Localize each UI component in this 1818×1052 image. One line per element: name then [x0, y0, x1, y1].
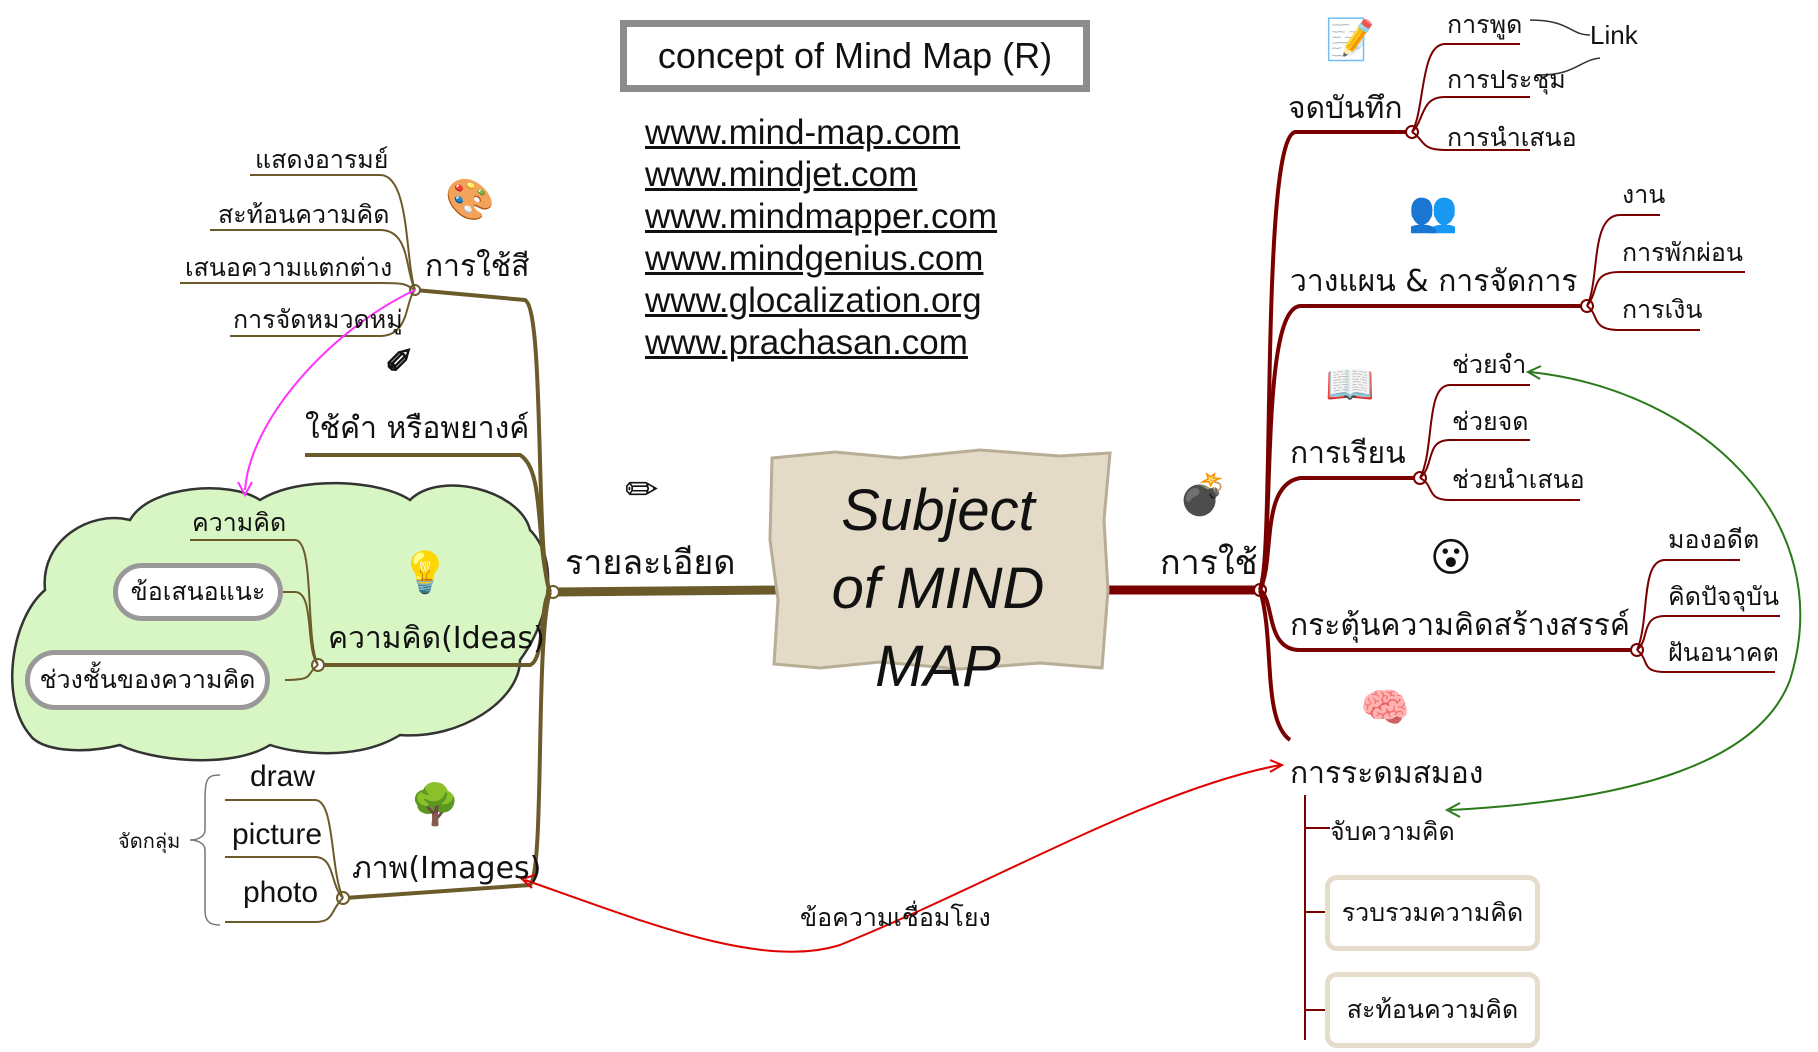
ideas-label: ความคิด(Ideas) [328, 621, 545, 656]
center-paper [768, 448, 1112, 671]
right-branch-label: การใช้ [1160, 543, 1258, 583]
notes-item: การนำเสนอ [1447, 123, 1577, 152]
palette-icon: 🎨 [445, 177, 495, 223]
planning-item: การเงิน [1622, 295, 1703, 324]
center-line-1: Subject [841, 478, 1035, 543]
notes-item: การประชุม [1447, 65, 1566, 94]
creative-item: ฝันอนาคต [1668, 638, 1779, 667]
title-box: concept of Mind Map (R) [620, 20, 1090, 92]
left-branch-label: รายละเอียด [565, 543, 736, 583]
color-item: แสดงอารมย์ [255, 145, 389, 174]
bomb-icon: 💣 [1178, 472, 1228, 518]
meeting-icon: 👥 [1408, 189, 1458, 235]
link-item[interactable]: www.mindmapper.com [645, 197, 998, 236]
faces-icon: 😮 [1430, 535, 1472, 581]
planning-label: วางแผน & การจัดการ [1290, 264, 1578, 299]
lightbulb-icon: 💡 [400, 550, 450, 596]
page-title: concept of Mind Map (R) [657, 35, 1053, 76]
link-item[interactable]: www.mind-map.com [645, 113, 961, 152]
ideas-pill-suggestion: ข้อเสนอแนะ [113, 563, 283, 621]
link-item[interactable]: www.glocalization.org [645, 281, 982, 320]
notes-label: จดบันทึก [1288, 91, 1403, 126]
brainstorm-item: จับความคิด [1330, 817, 1455, 846]
ideas-pill-levels: ช่วงชั้นของความคิด [25, 650, 270, 710]
brain-icon: 🧠 [1360, 685, 1410, 731]
learning-item: ช่วยจำ [1452, 350, 1527, 379]
creative-label: กระตุ้นความคิดสร้างสรรค์ [1290, 608, 1630, 643]
planning-item: งาน [1622, 180, 1666, 209]
brainstorm-box-collect: รวบรวมความคิด [1325, 875, 1540, 951]
notes-item: การพูด [1447, 10, 1523, 39]
creative-item: คิดปัจจุบัน [1668, 582, 1780, 611]
brainstorm-box-reflect: สะท้อนความคิด [1325, 972, 1540, 1048]
learning-item: ช่วยนำเสนอ [1452, 465, 1585, 494]
book-icon: 📖 [1325, 362, 1375, 408]
brainstorm-item: สะท้อนความคิด [1346, 995, 1519, 1024]
learning-label: การเรียน [1290, 436, 1406, 471]
words-label: ใช้คำ หรือพยางค์ [305, 411, 530, 446]
images-item: photo [243, 876, 319, 909]
link-item[interactable]: www.prachasan.com [645, 323, 968, 362]
note-icon: 📝 [1325, 17, 1375, 63]
images-group-label: จัดกลุ่ม [118, 829, 181, 853]
dm-letters-icon: ✐ [385, 342, 414, 382]
link-item[interactable]: www.mindjet.com [645, 155, 918, 194]
connector-label: ข้อความเชื่อมโยง [800, 903, 991, 932]
images-label: ภาพ(Images) [352, 851, 542, 886]
brainstorm-label: การระดมสมอง [1290, 756, 1484, 791]
links-list: www.mind-map.com www.mindjet.com www.min… [645, 112, 997, 364]
creative-item: มองอดีต [1668, 525, 1760, 554]
left-main-branch [554, 585, 781, 597]
color-item: การจัดหมวดหมู่ [233, 305, 403, 334]
images-item: picture [232, 818, 323, 851]
ideas-item: ช่วงชั้นของความคิด [39, 665, 256, 694]
color-label: การใช้สี [425, 249, 530, 284]
tree-icon: 🌳 [410, 782, 460, 828]
color-item: สะท้อนความคิด [218, 200, 390, 229]
images-item: draw [250, 760, 316, 793]
pencil-icon: ✏ [625, 467, 659, 513]
color-item: เสนอความแตกต่าง [185, 253, 393, 282]
brainstorm-item: รวบรวมความคิด [1341, 898, 1524, 927]
link-label: Link [1590, 20, 1638, 50]
ideas-item: ข้อเสนอแนะ [130, 577, 266, 606]
planning-item: การพักผ่อน [1622, 238, 1743, 267]
learning-item: ช่วยจด [1452, 407, 1529, 436]
ideas-item: ความคิด [192, 508, 287, 537]
center-line-2: of MIND MAP [831, 556, 1045, 699]
center-topic: Subject of MIND MAP [768, 472, 1108, 706]
link-item[interactable]: www.mindgenius.com [645, 239, 984, 278]
